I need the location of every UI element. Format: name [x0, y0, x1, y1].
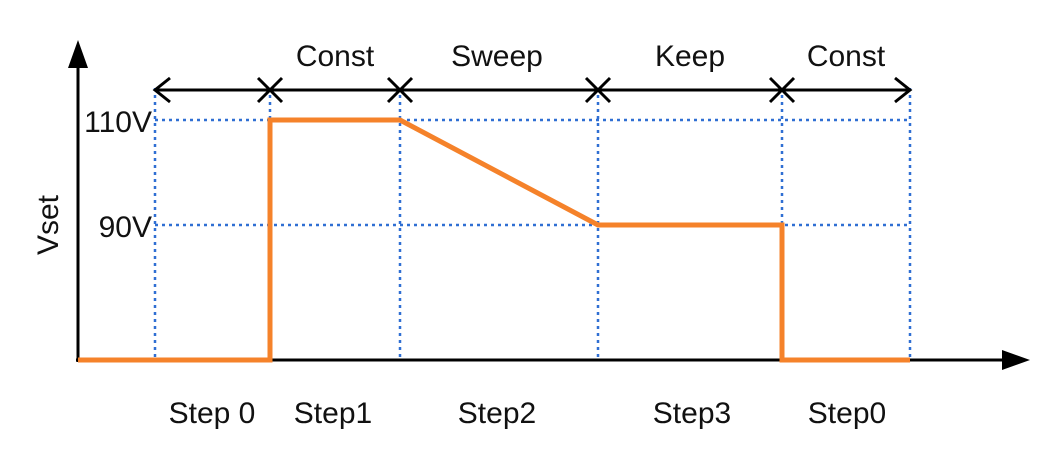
y-axis-arrowhead [68, 40, 88, 68]
step-label-4: Step0 [808, 397, 886, 430]
y-axis-title: Vset [32, 194, 65, 255]
x-axis-arrowhead [1002, 350, 1030, 370]
step-label-2: Step2 [458, 397, 536, 430]
phase-label-const-2: Const [807, 40, 886, 73]
phase-separator-marker-4 [768, 76, 796, 104]
vset-waveform [78, 117, 910, 363]
phase-separator-marker-1 [256, 76, 284, 104]
phase-separator-marker-3 [584, 76, 612, 104]
y-tick-90v: 90V [99, 211, 152, 244]
y-tick-110v: 110V [84, 106, 152, 139]
phase-label-sweep: Sweep [451, 40, 543, 73]
step-label-1: Step1 [294, 397, 372, 430]
step-label-3: Step3 [653, 397, 731, 430]
phase-label-keep: Keep [655, 40, 725, 73]
step-label-0: Step 0 [169, 397, 256, 430]
phase-label-const-1: Const [296, 40, 375, 73]
phase-timeline-right-arrowhead [894, 76, 913, 104]
phase-timeline [152, 76, 913, 104]
phase-separator-marker-2 [386, 76, 414, 104]
phase-timeline-left-arrowhead [152, 76, 171, 104]
